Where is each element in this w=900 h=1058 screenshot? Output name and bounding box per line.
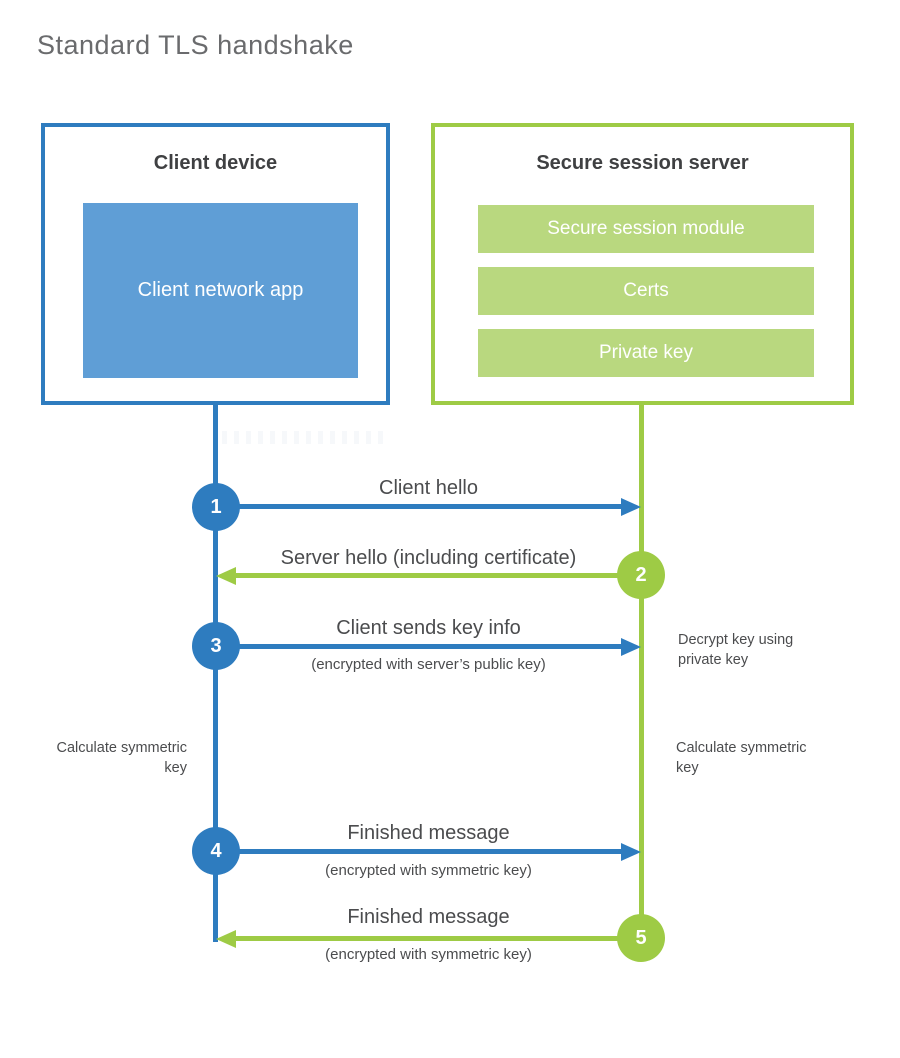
step4-sublabel: (encrypted with symmetric key)	[325, 862, 532, 879]
step4-label: Finished message	[347, 822, 510, 844]
faint-artifact	[222, 431, 384, 444]
client-device-title: Client device	[153, 152, 278, 174]
step2-arrow-line	[236, 573, 641, 578]
step5-sublabel: (encrypted with symmetric key)	[325, 946, 532, 963]
step4-circle: 4	[192, 827, 240, 875]
secure-session-server-box: Secure session server Secure session mod…	[431, 123, 854, 405]
client-network-app-box: Client network app	[83, 203, 358, 378]
step5-circle: 5	[617, 914, 665, 962]
step5-arrow-line	[236, 936, 641, 941]
step2-label: Server hello (including certificate)	[280, 547, 577, 569]
step4-arrowhead-right-icon	[621, 843, 641, 861]
secure-session-server-title: Secure session server	[536, 152, 749, 174]
step3-arrowhead-right-icon	[621, 638, 641, 656]
server-module-certs: Certs	[478, 267, 814, 315]
client-network-app-label: Client network app	[137, 279, 304, 301]
step2-circle: 2	[617, 551, 665, 599]
server-lifeline	[639, 405, 644, 940]
page-title: Standard TLS handshake	[37, 30, 354, 60]
step1-arrow-line	[216, 504, 623, 509]
step3-sublabel: (encrypted with server’s public key)	[311, 656, 546, 673]
client-lifeline	[213, 405, 218, 942]
step5-label: Finished message	[347, 906, 510, 928]
step1-circle: 1	[192, 483, 240, 531]
step3-circle: 3	[192, 622, 240, 670]
server-modules: Secure session module Certs Private key	[478, 205, 814, 377]
note-decrypt-key: Decrypt key using private key	[678, 632, 794, 668]
note-calc-symmetric-right: Calculate symmetric key	[676, 740, 807, 776]
step2-arrowhead-left-icon	[216, 567, 236, 585]
step4-arrow-line	[216, 849, 623, 854]
step1-label: Client hello	[379, 477, 478, 499]
note-calc-symmetric-left: Calculate symmetric key	[56, 740, 187, 776]
step3-label: Client sends key info	[336, 617, 521, 639]
client-device-box: Client device Client network app	[41, 123, 390, 405]
step5-arrowhead-left-icon	[216, 930, 236, 948]
step1-arrowhead-right-icon	[621, 498, 641, 516]
server-module-private-key: Private key	[478, 329, 814, 377]
step3-arrow-line	[216, 644, 623, 649]
server-module-secure-session: Secure session module	[478, 205, 814, 253]
